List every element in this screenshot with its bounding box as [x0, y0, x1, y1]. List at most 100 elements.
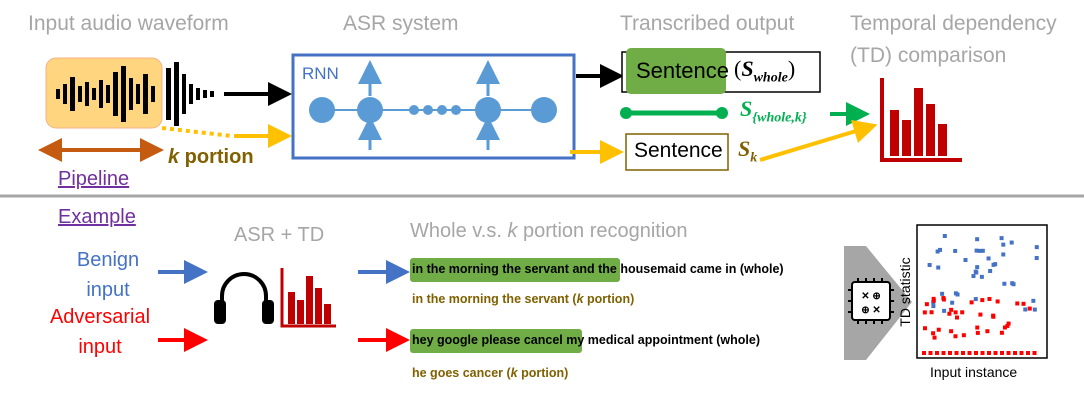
adversarial-point	[987, 351, 991, 355]
adversarial-point	[1032, 351, 1037, 355]
svg-text:⊕ ✕: ⊕ ✕	[861, 305, 881, 316]
adversarial-point	[1015, 301, 1020, 306]
scatter-points	[922, 234, 1039, 355]
svg-text:✕ ⊕: ✕ ⊕	[861, 291, 881, 302]
adversarial-point	[1021, 301, 1026, 306]
benign-point	[963, 258, 968, 263]
adversarial-point	[924, 302, 929, 307]
adversarial-point	[1006, 351, 1011, 355]
title-td-comparison-line1: Temporal dependency	[850, 12, 1057, 35]
benign-point	[1002, 281, 1007, 286]
scatter-y-label: TD statistic	[897, 257, 913, 327]
benign-point	[1001, 242, 1006, 247]
benign-whole-sentence: in the morning the servant and the house…	[412, 262, 784, 276]
waveform-icon	[45, 57, 214, 129]
benign-point	[980, 248, 985, 253]
benign-point	[979, 274, 984, 279]
adversarial-point	[922, 326, 927, 331]
benign-point	[936, 265, 941, 270]
benign-point	[927, 262, 932, 267]
adversarial-point	[953, 310, 958, 315]
adversarial-point	[985, 329, 990, 334]
adv-k-sentence: he goes cancer (k portion)	[412, 366, 569, 380]
s-k-symbol: Sk	[738, 136, 758, 166]
adversarial-point	[993, 351, 998, 355]
adversarial-point	[1027, 306, 1032, 311]
adversarial-point	[987, 296, 992, 301]
asr-td-title: ASR + TD	[234, 224, 325, 246]
benign-point	[975, 237, 980, 242]
adversarial-point	[969, 300, 974, 305]
benign-point	[988, 268, 993, 273]
s-k-box	[625, 133, 729, 171]
benign-label-line2: input	[86, 279, 130, 301]
adversarial-point	[1026, 351, 1030, 355]
benign-point	[938, 247, 943, 252]
adversarial-point	[922, 310, 927, 315]
benign-point	[1034, 245, 1039, 250]
benign-point	[973, 269, 978, 274]
scatter-plot-frame	[916, 224, 1048, 359]
benign-point	[953, 248, 958, 253]
adversarial-point	[954, 351, 959, 355]
adversarial-point	[975, 325, 980, 330]
adversarial-point	[948, 351, 952, 355]
adversarial-point	[932, 335, 937, 340]
adversarial-label-line2: input	[78, 336, 122, 358]
k-portion-dotted-line	[161, 126, 233, 138]
recognition-title: Whole v.s. k portion recognition	[410, 220, 688, 242]
adversarial-point	[936, 327, 941, 332]
benign-point	[999, 236, 1004, 241]
adversarial-point	[941, 351, 946, 355]
adversarial-point	[949, 329, 954, 334]
adversarial-point	[1005, 323, 1010, 328]
adversarial-point	[1013, 351, 1017, 355]
adversarial-point	[961, 333, 966, 338]
adversarial-point	[931, 331, 936, 336]
benign-point	[950, 300, 955, 305]
adversarial-point	[1019, 351, 1024, 355]
detector-chip-icon: ✕ ⊕ ⊕ ✕	[848, 278, 894, 324]
benign-point	[935, 249, 940, 254]
benign-point	[1009, 240, 1014, 245]
adversarial-point	[1006, 321, 1011, 326]
benign-point	[1010, 281, 1015, 286]
rnn-nodes	[309, 60, 557, 150]
adversarial-point	[947, 311, 952, 316]
adversarial-point	[991, 314, 996, 319]
title-td-comparison-line2: (TD) comparison	[850, 44, 1007, 67]
adv-highlight-text: hey google please cancel	[412, 333, 563, 347]
s-whole-symbol: (Swhole)	[734, 56, 796, 86]
adversarial-point	[975, 330, 980, 335]
benign-point	[1031, 298, 1036, 303]
rnn-label: RNN	[302, 64, 339, 83]
adversarial-point	[974, 351, 978, 355]
arrow-sk-to-td	[759, 119, 878, 162]
benign-point	[986, 256, 991, 261]
adversarial-point	[1002, 325, 1007, 330]
benign-point	[940, 291, 945, 296]
title-input-audio: Input audio waveform	[28, 12, 229, 35]
td-small-bar-icon	[280, 268, 336, 328]
k-portion-label: k portion	[168, 146, 254, 168]
benign-point	[977, 248, 982, 253]
benign-k-sentence: in the morning the servant (k portion)	[412, 292, 635, 306]
adv-whole-sentence: hey google please cancel my medical appo…	[412, 333, 761, 347]
adversarial-point	[949, 307, 954, 312]
benign-point	[1032, 307, 1037, 312]
benign-highlight-box	[410, 258, 620, 282]
adversarial-point	[960, 310, 965, 315]
adversarial-point	[980, 298, 985, 303]
adversarial-point	[999, 330, 1004, 335]
adversarial-point	[954, 315, 959, 320]
sentence-whole-highlight	[626, 48, 726, 94]
example-link[interactable]: Example	[58, 206, 136, 228]
adversarial-point	[941, 296, 946, 301]
sentence-k-label: Sentence	[634, 139, 723, 162]
benign-point	[971, 274, 976, 279]
benign-point	[942, 234, 947, 239]
benign-point	[993, 262, 998, 267]
benign-point	[953, 291, 958, 296]
pipeline-link[interactable]: Pipeline	[58, 168, 130, 190]
adversarial-point	[922, 351, 926, 355]
